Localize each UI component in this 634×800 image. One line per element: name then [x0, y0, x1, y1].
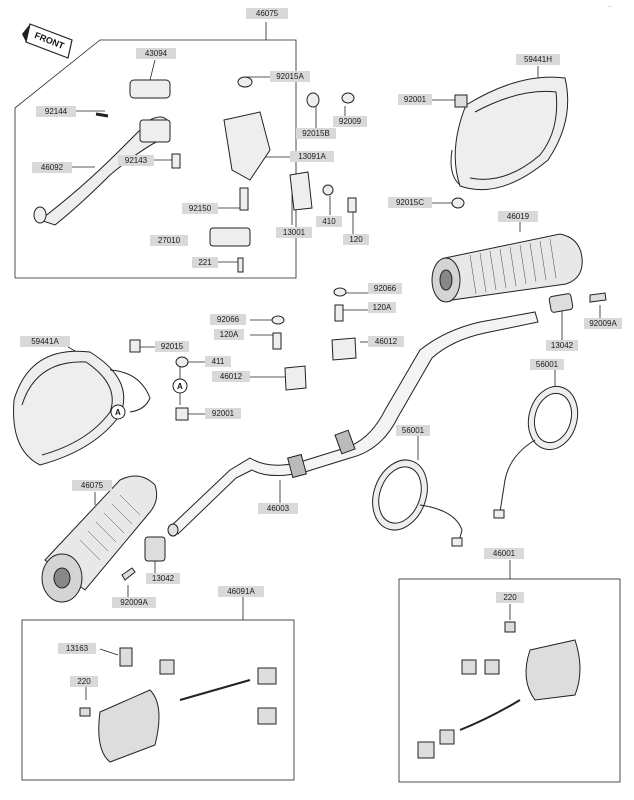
callout-46091a: 46091A — [218, 586, 264, 597]
callout-59441a: 59441A — [20, 336, 70, 347]
callout-92001-top: 92001 — [398, 94, 432, 105]
callout-46092: 46092 — [32, 162, 72, 173]
callout-410: 410 — [316, 216, 342, 227]
front-arrow-icon: FRONT — [22, 23, 73, 59]
callout-46075-grip: 46075 — [72, 480, 112, 491]
callout-46012-r: 46012 — [368, 336, 404, 347]
clamp-right-drawing — [331, 197, 465, 361]
callout-92015b: 92015B — [296, 128, 336, 139]
spacer-left-drawing — [121, 536, 166, 581]
grip-left-drawing — [41, 475, 158, 603]
brake-lever-drawing — [33, 76, 357, 273]
marker-a-2: A — [115, 408, 121, 417]
callout-92066-r: 92066 — [368, 283, 402, 294]
callout-46012-l: 46012 — [212, 371, 250, 382]
callout-46019: 46019 — [498, 211, 538, 222]
handlebar-drawing — [167, 311, 539, 537]
callout-13042-l: 13042 — [146, 573, 180, 584]
callout-92015: 92015 — [155, 341, 189, 352]
group-box-left-switch — [21, 619, 295, 781]
callout-46075-box: 46075 — [246, 8, 288, 19]
mirror-round-center-drawing — [372, 459, 463, 547]
callout-92015c: 92015C — [388, 197, 432, 208]
callout-13091a: 13091A — [290, 151, 334, 162]
callout-92009a-r: 92009A — [584, 318, 622, 329]
callout-92150: 92150 — [182, 203, 218, 214]
callout-46003: 46003 — [258, 503, 298, 514]
callout-59441h: 59441H — [516, 54, 560, 65]
corner-mark: .. — [608, 2, 612, 9]
switch-left-drawing — [79, 647, 277, 763]
callout-220-r: 220 — [496, 592, 524, 603]
callout-13163: 13163 — [58, 643, 96, 654]
callout-13001: 13001 — [276, 227, 312, 238]
callout-56001-right: 56001 — [530, 359, 564, 370]
clamp-left-drawing — [110, 315, 307, 421]
callout-13042-r: 13042 — [546, 340, 578, 351]
callout-92066-l: 92066 — [210, 314, 246, 325]
group-box-brake-lever — [14, 39, 297, 279]
switch-right-drawing — [417, 621, 581, 759]
callout-92143: 92143 — [118, 155, 154, 166]
callout-92009: 92009 — [333, 116, 367, 127]
grip-right-drawing — [431, 233, 583, 303]
mirror-round-right-drawing — [493, 385, 579, 519]
group-box-right-switch — [398, 578, 621, 783]
callout-92001-l: 92001 — [205, 408, 241, 419]
mirror-right-top-drawing — [450, 76, 569, 191]
mirror-left-drawing — [13, 350, 151, 466]
callout-46001: 46001 — [484, 548, 524, 559]
spacer-right-drawing — [548, 292, 607, 313]
callout-92015a: 92015A — [270, 71, 310, 82]
callout-92144: 92144 — [36, 106, 76, 117]
callout-120a-r: 120A — [368, 302, 396, 313]
callout-120: 120 — [343, 234, 369, 245]
callout-92009a-l: 92009A — [112, 597, 156, 608]
callout-220-l: 220 — [70, 676, 98, 687]
callout-411: 411 — [205, 356, 231, 367]
callout-43094: 43094 — [136, 48, 176, 59]
callout-120a-l: 120A — [214, 329, 244, 340]
callout-27010: 27010 — [150, 235, 188, 246]
marker-a-1: A — [177, 382, 183, 391]
callout-221: 221 — [192, 257, 218, 268]
callout-56001-center: 56001 — [396, 425, 430, 436]
